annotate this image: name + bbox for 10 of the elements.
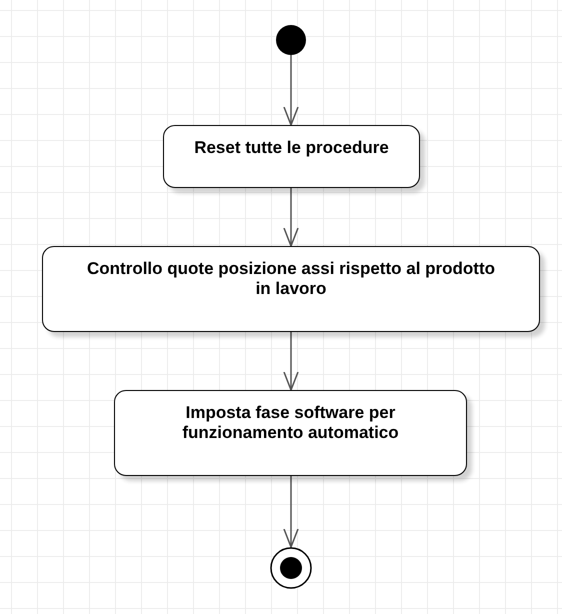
arrow (283, 332, 299, 391)
arrow (283, 188, 299, 247)
action-box (163, 125, 420, 188)
arrow (283, 476, 299, 548)
action-label: Imposta fase software per funzionamento automatico (181, 403, 400, 444)
arrow (283, 55, 299, 126)
action-label: Reset tutte le procedure (193, 138, 390, 159)
action-box (114, 390, 467, 476)
action-label: Controllo quote posizione assi rispetto al prodotto in lavoro (86, 259, 496, 300)
action-box (42, 246, 540, 332)
